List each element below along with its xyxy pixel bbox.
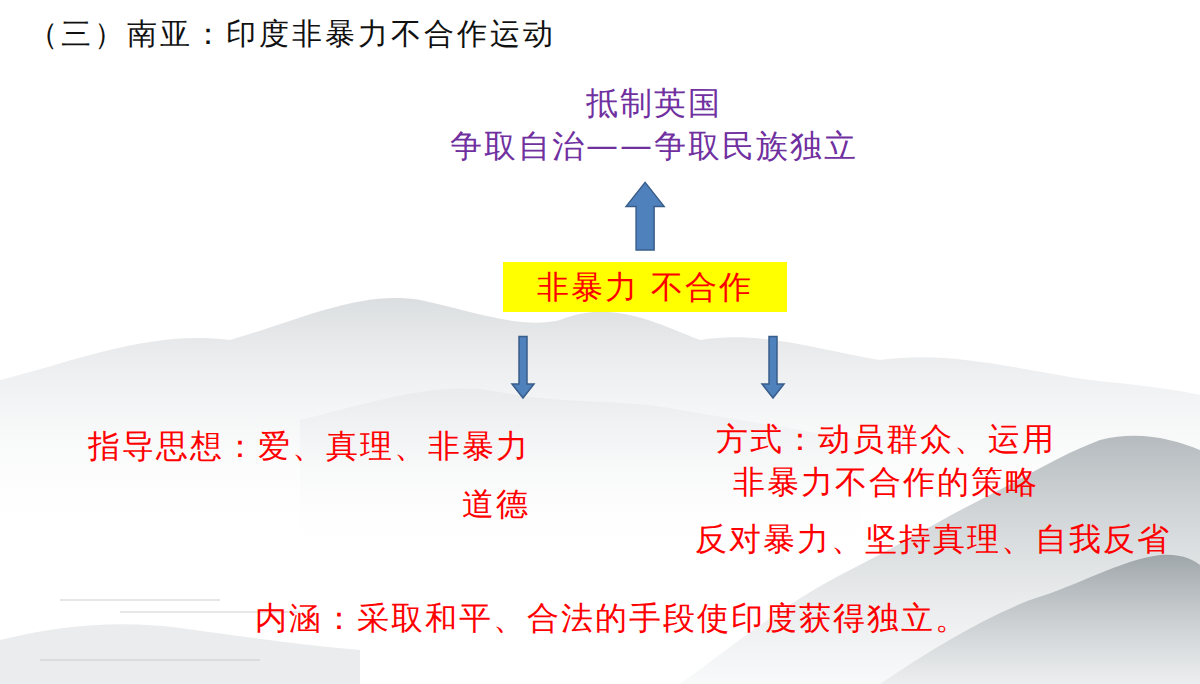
node-text: 抵制英国 (450, 82, 858, 125)
core-box: 非暴力 不合作 (503, 262, 787, 312)
block-arrow (512, 336, 534, 398)
node-text: 方式：动员群众、运用 非暴力不合作的策略 (706, 418, 1066, 504)
block-arrow (762, 336, 784, 398)
node-text: 争取自治——争取民族独立 (450, 125, 858, 168)
node-text: 指导思想：爱、真理、非暴力 道德 (70, 418, 530, 533)
method-text: 方式：动员群众、运用 非暴力不合作的策略反对暴力、坚持真理、自我反省 (695, 418, 1185, 562)
meaning-note: 内涵：采取和平、合法的手段使印度获得独立。 (255, 598, 969, 640)
idea-text: 指导思想：爱、真理、非暴力 道德 (70, 418, 530, 533)
slide-title: （三）南亚：印度非暴力不合作运动 (28, 14, 556, 53)
goal-text: 抵制英国争取自治——争取民族独立 (444, 80, 864, 170)
block-arrow (626, 182, 664, 250)
node-text: 反对暴力、坚持真理、自我反省 (695, 518, 1185, 561)
node-text: 非暴力 不合作 (537, 268, 753, 306)
